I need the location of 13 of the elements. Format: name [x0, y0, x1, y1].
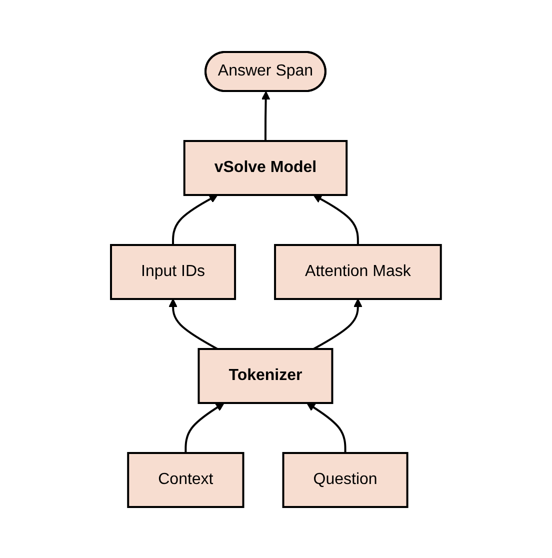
node-box: Question: [282, 452, 408, 508]
arrow: [184, 402, 224, 452]
node-box: Input IDs: [110, 244, 236, 300]
node-box: vSolve Model: [183, 140, 348, 196]
arrow: [313, 194, 359, 244]
arrow: [306, 402, 346, 452]
arrow: [172, 194, 218, 244]
arrow: [261, 90, 270, 140]
node-box: Attention Mask: [274, 244, 442, 300]
arrow: [313, 298, 362, 350]
arrow: [168, 298, 218, 350]
node-box: Context: [127, 452, 244, 508]
node-box: Tokenizer: [198, 348, 334, 404]
